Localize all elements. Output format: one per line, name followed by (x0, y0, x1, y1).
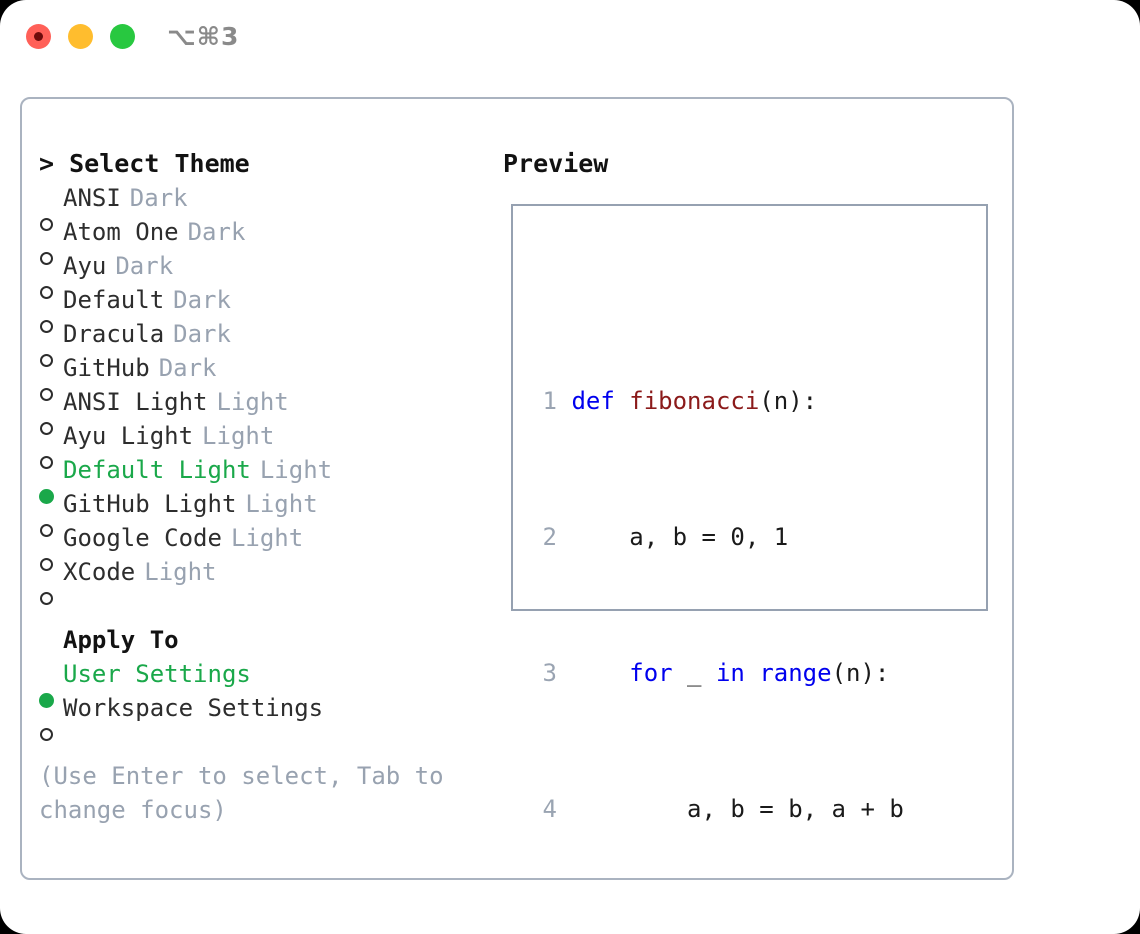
code-token: for (629, 659, 688, 687)
keyboard-hint-text: (Use Enter to select, Tab to change focu… (39, 762, 459, 824)
apply-to-item-workspace-settings[interactable]: Workspace Settings (39, 691, 489, 741)
theme-item-github-dark[interactable]: GitHub Dark (39, 351, 489, 401)
theme-name: ANSI (63, 184, 121, 212)
theme-list[interactable]: ANSI Dark Atom One Dark Ayu Dark (39, 181, 489, 605)
theme-variant: Light (144, 558, 217, 586)
theme-name: Default (63, 286, 165, 314)
theme-variant: Dark (115, 252, 174, 280)
minimize-button[interactable] (68, 24, 93, 49)
line-number: 4 (542, 795, 557, 823)
theme-variant: Light (216, 388, 289, 416)
close-button[interactable] (26, 24, 51, 49)
theme-picker-column: > Select Theme ANSI Dark Atom One Dark (39, 147, 489, 827)
preview-column: Preview (503, 147, 1003, 181)
theme-item-atom-one-dark[interactable]: Atom One Dark (39, 215, 489, 265)
theme-variant: Light (259, 456, 333, 484)
code-line: 5 return a (531, 894, 947, 934)
theme-item-ansi-light[interactable]: ANSI Light Light (39, 385, 489, 435)
code-token: _ (687, 659, 716, 687)
code-token: (n): (831, 659, 890, 687)
traffic-lights (26, 24, 135, 49)
theme-item-ayu-dark[interactable]: Ayu Dark (39, 249, 489, 299)
code-indent (571, 659, 629, 687)
line-number: 2 (542, 523, 557, 551)
theme-variant: Dark (158, 354, 217, 382)
theme-name: GitHub Light (63, 490, 237, 518)
code-token: a, b = 0, 1 (629, 523, 789, 551)
code-token: fibonacci (629, 387, 760, 415)
theme-name: Default Light (63, 456, 251, 484)
theme-variant: Light (245, 490, 318, 518)
theme-variant: Dark (187, 218, 246, 246)
maximize-button[interactable] (110, 24, 135, 49)
theme-variant: Dark (129, 184, 188, 212)
apply-to-label: Workspace Settings (63, 694, 324, 722)
code-line: 1 def fibonacci(n): (531, 350, 947, 415)
apply-to-label: User Settings (63, 660, 251, 688)
code-token: range (759, 659, 832, 687)
theme-name: Ayu (63, 252, 107, 280)
theme-item-dracula-dark[interactable]: Dracula Dark (39, 317, 489, 367)
code-token: in (715, 659, 760, 687)
theme-item-default-light[interactable]: Default Light Light (39, 453, 489, 504)
apply-to-list[interactable]: User Settings Workspace Settings (39, 657, 489, 741)
code-line: 3 for _ in range(n): (531, 622, 947, 687)
theme-variant: Dark (173, 320, 231, 348)
select-theme-header: > Select Theme (39, 149, 250, 178)
line-number: 3 (542, 659, 557, 687)
line-number: 1 (542, 387, 557, 415)
theme-item-xcode[interactable]: XCode Light (39, 555, 489, 605)
theme-name: XCode (63, 558, 136, 586)
title-bar: ⌥⌘3 (0, 0, 1140, 78)
theme-name: ANSI Light (63, 388, 208, 416)
theme-item-github-light[interactable]: GitHub Light Light (39, 487, 489, 537)
theme-item-default-dark[interactable]: Default Dark (39, 283, 489, 333)
apply-to-item-user-settings[interactable]: User Settings (39, 657, 489, 708)
apply-to-header: Apply To (63, 626, 179, 654)
shortcut-label: ⌥⌘3 (167, 22, 240, 51)
theme-item-google-code[interactable]: Google Code Light (39, 521, 489, 571)
section-spacer (39, 589, 489, 623)
theme-name: Google Code (63, 524, 222, 552)
code-token: def (571, 387, 630, 415)
theme-variant: Light (202, 422, 275, 450)
code-indent (571, 795, 687, 823)
code-token: a, b = b, a + b (687, 795, 904, 823)
code-indent (571, 523, 629, 551)
preview-box: 1 def fibonacci(n): 2 a, b = 0, 1 3 for … (511, 204, 988, 934)
theme-name: Dracula (63, 320, 165, 348)
main-panel: > Select Theme ANSI Dark Atom One Dark (20, 97, 1014, 934)
code-token: (n): (759, 387, 818, 415)
theme-item-ayu-light[interactable]: Ayu Light Light (39, 419, 489, 469)
line-number: 5 (531, 928, 557, 934)
theme-name: Ayu Light (63, 422, 194, 450)
theme-name: GitHub (63, 354, 150, 382)
preview-header: Preview (503, 149, 609, 178)
code-line: 4 a, b = b, a + b (531, 758, 947, 823)
panel-columns: > Select Theme ANSI Dark Atom One Dark (22, 99, 1012, 934)
theme-name: Atom One (63, 218, 179, 246)
theme-item-ansi-dark[interactable]: ANSI Dark (39, 181, 489, 231)
code-token: return (629, 931, 730, 934)
code-line: 2 a, b = 0, 1 (531, 486, 947, 551)
code-sample: 1 def fibonacci(n): 2 a, b = 0, 1 3 for … (531, 248, 947, 934)
theme-variant: Light (230, 524, 304, 552)
theme-variant: Dark (173, 286, 231, 314)
code-token: a (730, 931, 744, 934)
